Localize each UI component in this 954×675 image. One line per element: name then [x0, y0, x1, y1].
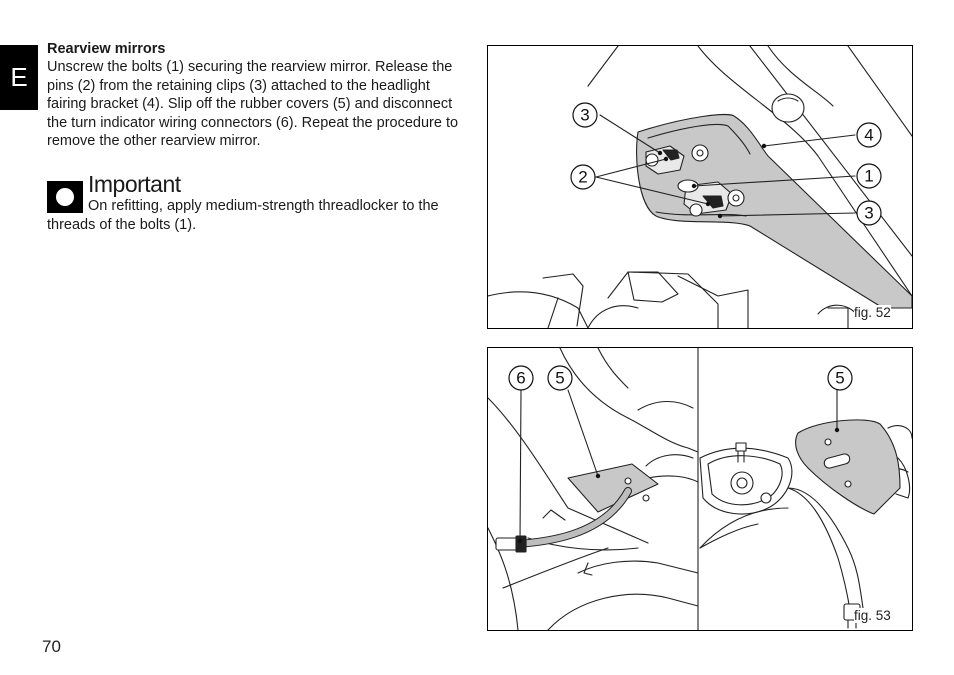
callout-3-upper: 3 [580, 106, 589, 125]
figure-52-drawing: 3 2 4 1 3 [488, 46, 912, 328]
important-title: Important [88, 171, 181, 197]
callout-5-left: 5 [555, 369, 564, 388]
callout-6: 6 [516, 369, 525, 388]
callout-5-right: 5 [835, 369, 844, 388]
callout-2: 2 [578, 168, 587, 187]
figure-52: 3 2 4 1 3 fig. 52 [487, 45, 913, 329]
callout-3-lower-circle [856, 200, 882, 226]
callout-6-circle [508, 365, 534, 391]
important-icon [47, 181, 83, 213]
page-number: 70 [42, 637, 61, 656]
section-tab-letter: E [10, 62, 28, 92]
callout-1: 1 [864, 167, 873, 186]
figure-52-caption: fig. 52 [854, 305, 891, 320]
figure-53: 6 5 5 fig. 53 [487, 347, 913, 631]
section-tab: E [0, 45, 38, 110]
callout-4-circle [856, 122, 882, 148]
callout-3-upper-circle [572, 102, 598, 128]
callout-2-circle [570, 164, 596, 190]
callout-4: 4 [864, 126, 873, 145]
callout-5-right-circle [827, 365, 853, 391]
callout-5-left-circle [547, 365, 573, 391]
figure-53-caption: fig. 53 [854, 608, 891, 623]
section-paragraph: Unscrew the bolts (1) securing the rearv… [47, 59, 459, 149]
section-title: Rearview mirrors [47, 41, 166, 57]
main-text: Rearview mirrors Unscrew the bolts (1) s… [47, 40, 472, 151]
callout-3-lower: 3 [864, 204, 873, 223]
figure-53-drawing: 6 5 5 [488, 348, 912, 630]
important-text: On refitting, apply medium-strength thre… [47, 198, 439, 233]
callout-1-circle [856, 163, 882, 189]
